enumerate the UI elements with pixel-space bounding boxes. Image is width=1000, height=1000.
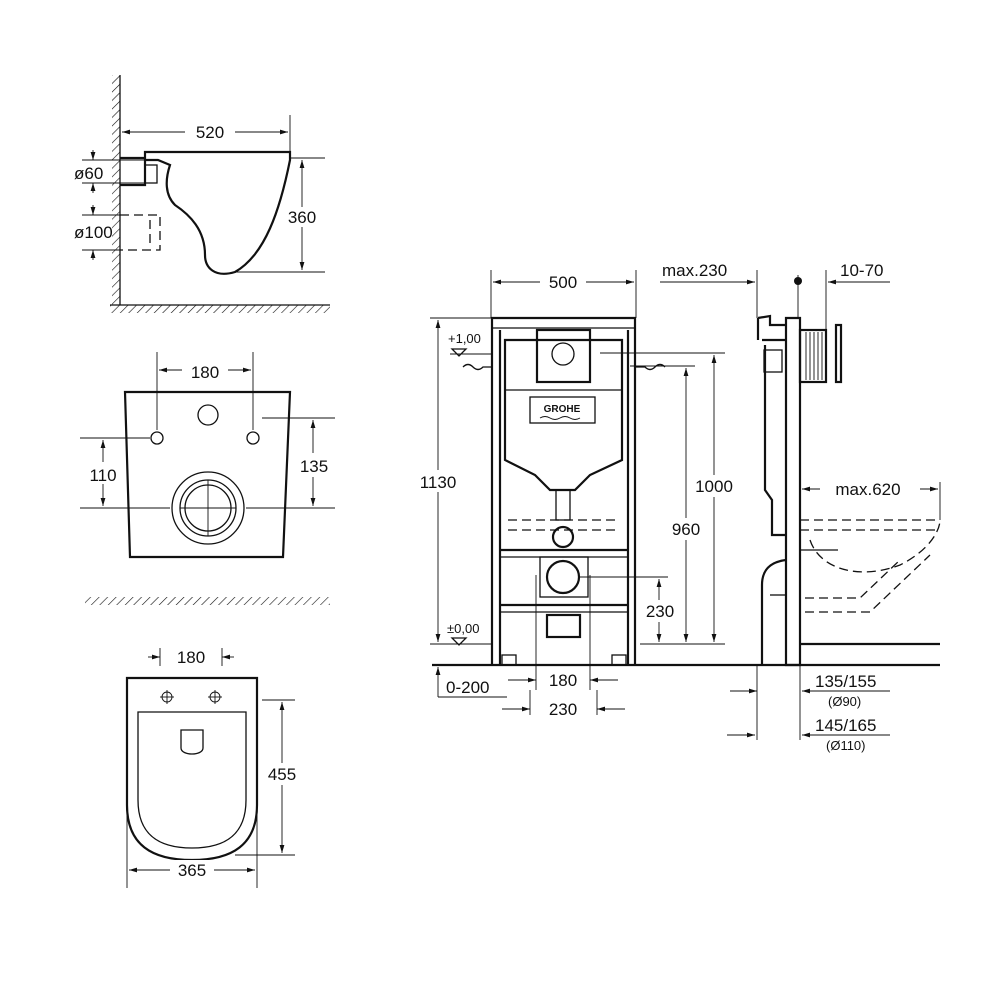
toilet-profile [120,150,292,275]
dim-total-height: 1130 [420,473,457,492]
toilet-back-view: 180 110 135 [80,352,336,605]
dim-width: 520 [196,123,224,142]
dim-1000: 1000 [695,477,733,496]
dim-max-620: max.620 [835,480,900,499]
dim-length: 455 [268,765,296,784]
dim-hole-spacing: 180 [177,648,205,667]
dim-frame-width: 500 [549,273,577,292]
dim-left-height: 110 [89,466,116,485]
dim-diam-100: ø100 [74,223,113,242]
level-zero: ±0,00 [447,621,479,636]
dim-height: 360 [288,208,316,227]
frame-front-view: GROHE 500 +1,00 ±0,00 1130 1000 960 230 … [415,270,940,719]
level-top: +1,00 [448,331,481,346]
floor-hatch [110,305,330,313]
cistern [503,338,624,492]
dim-hole-spacing: 180 [191,363,219,382]
dim-inner-180: 180 [549,671,577,690]
dim-10-70: 10-70 [840,261,883,280]
dim-diam-60: ø60 [74,164,103,183]
toilet-top-view: 180 455 365 [125,648,301,888]
dim-diam-90: (Ø90) [828,694,861,709]
dim-145-165: 145/165 [815,716,876,735]
dim-outlet-height: 230 [646,602,674,621]
floor-hatch [85,597,330,605]
toilet-side-view: 520 360 ø60 ø100 [74,75,330,313]
flush-plate [535,328,592,384]
wall-hatch [112,75,120,305]
dim-max-230: max.230 [662,261,727,280]
dim-floor-adjust: 0-200 [446,678,489,697]
dim-diam-110: (Ø110) [826,738,866,753]
dim-right-height: 135 [300,457,328,476]
dim-width: 365 [178,861,206,880]
dim-135-155: 135/155 [815,672,876,691]
dim-inner-230: 230 [549,700,577,719]
grohe-logo: GROHE [544,404,581,415]
dim-960: 960 [672,520,700,539]
frame-side-view: max.230 10-70 max.620 135/155 (Ø90) 145/… [660,261,941,753]
